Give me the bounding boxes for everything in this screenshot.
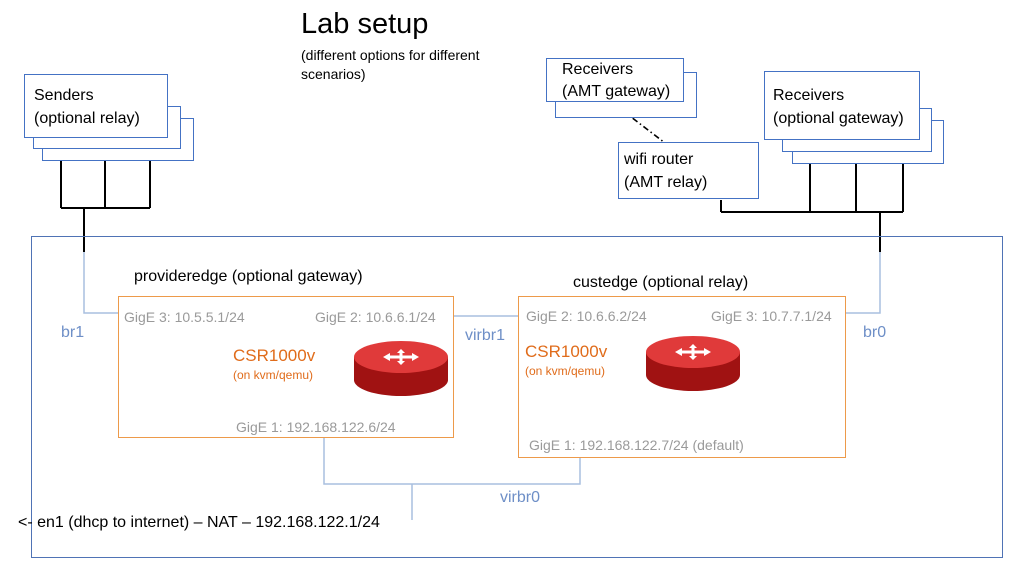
provideredge-label: provideredge (optional gateway)	[134, 268, 363, 285]
provideredge-gige3: GigE 3: 10.5.5.1/24	[124, 309, 245, 325]
provideredge-model: CSR1000v	[233, 346, 316, 365]
bridge-virbr0: virbr0	[500, 489, 541, 506]
wifi-router-box: wifi router (AMT relay)	[618, 142, 759, 199]
custedge-label: custedge (optional relay)	[573, 274, 749, 291]
custedge-model: CSR1000v	[525, 342, 608, 361]
lab-host-frame	[31, 236, 1003, 558]
receivers-gw-sublabel: (optional gateway)	[773, 110, 904, 127]
diagram-subtitle: (different options for different scenari…	[301, 47, 480, 82]
provideredge-box	[118, 296, 454, 438]
receivers-amt-sublabel: (AMT gateway)	[562, 83, 671, 100]
provideredge-gige2: GigE 2: 10.6.6.1/24	[315, 309, 436, 325]
receivers-gw-box: Receivers (optional gateway)	[764, 71, 920, 140]
nat-uplink-label: <- en1 (dhcp to internet) – NAT – 192.16…	[18, 514, 380, 531]
bridge-virbr1: virbr1	[465, 327, 506, 344]
provideredge-gige1: GigE 1: 192.168.122.6/24	[236, 419, 396, 435]
router-icon	[354, 341, 448, 396]
provideredge-platform: (on kvm/qemu)	[233, 368, 314, 382]
custedge-platform: (on kvm/qemu)	[525, 364, 606, 378]
senders-box: Senders (optional relay)	[24, 74, 168, 138]
senders-sublabel: (optional relay)	[34, 110, 140, 127]
custedge-box	[518, 296, 846, 458]
custedge-gige2: GigE 2: 10.6.6.2/24	[526, 308, 647, 324]
wifi-router-label: wifi router	[624, 151, 694, 168]
bridge-br1: br1	[61, 324, 85, 341]
bridge-links	[83, 252, 881, 520]
custedge-gige3: GigE 3: 10.7.7.1/24	[711, 308, 832, 324]
wifi-router-sublabel: (AMT relay)	[624, 174, 708, 191]
receivers-gw-label: Receivers	[773, 87, 845, 104]
senders-label: Senders	[34, 87, 94, 104]
receivers-amt-box: Receivers (AMT gateway)	[546, 58, 684, 102]
diagram-title: Lab setup	[301, 8, 429, 40]
receivers-amt-label: Receivers	[562, 61, 634, 78]
router-icon	[646, 336, 740, 391]
custedge-gige1: GigE 1: 192.168.122.7/24 (default)	[529, 437, 744, 453]
bridge-br0: br0	[863, 324, 887, 341]
